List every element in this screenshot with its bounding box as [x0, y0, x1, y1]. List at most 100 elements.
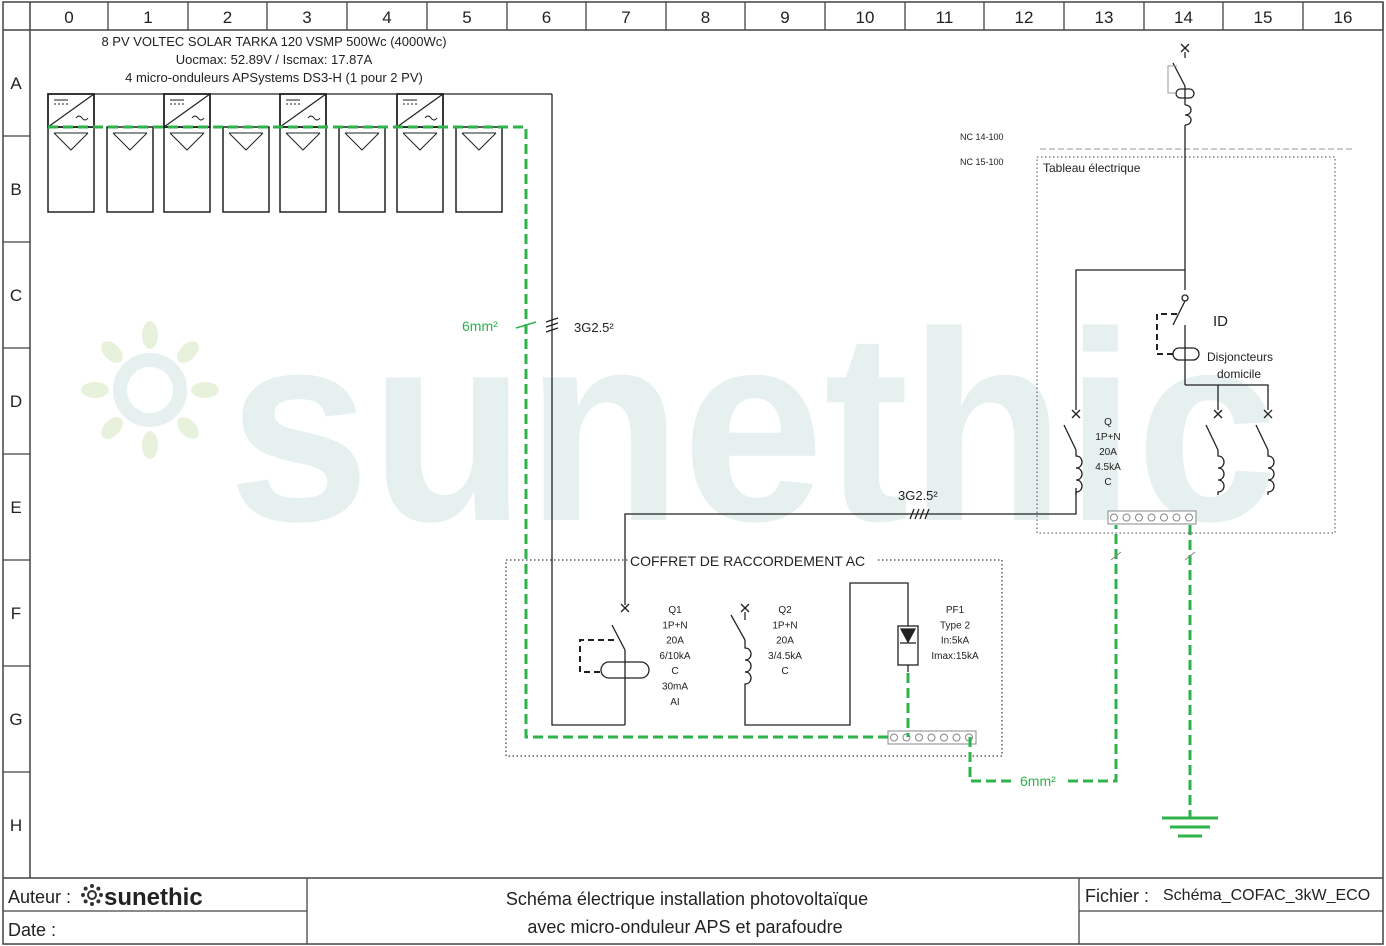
- pv-panel: [163, 126, 211, 213]
- spec-line: Type 2: [940, 620, 970, 631]
- q1-label: Q1 1P+N 20A 6/10kA C 30mA AI: [659, 605, 690, 708]
- column-label: 12: [1015, 8, 1034, 27]
- row-label: H: [10, 816, 22, 835]
- micro-inverter-icon: [47, 93, 95, 128]
- column-label: 11: [936, 8, 954, 27]
- schema-title-line1: Schéma électrique installation photovolt…: [506, 889, 868, 909]
- spec-line: 3/4.5kA: [768, 651, 802, 662]
- row-label: G: [9, 710, 22, 729]
- column-label: 6: [542, 8, 551, 27]
- column-label: 13: [1095, 8, 1114, 27]
- spec-line: 6/10kA: [659, 651, 690, 662]
- column-label: 15: [1254, 8, 1273, 27]
- breaker-symbol: [1255, 409, 1275, 495]
- column-label: 7: [621, 8, 630, 27]
- disjoncteurs-label: Disjoncteurs: [1207, 350, 1273, 364]
- pv-panel: [47, 126, 95, 213]
- column-label: 16: [1334, 8, 1353, 27]
- footer-logo-text: sunethic: [104, 884, 203, 911]
- pv-panel: [222, 126, 270, 213]
- q-label: Q 1P+N 20A 4.5kA C: [1095, 417, 1121, 488]
- q1-breaker-symbol: [579, 603, 650, 690]
- micro-inverter-icon: [163, 93, 211, 128]
- tableau-title: Tableau électrique: [1043, 161, 1141, 175]
- spec-line: 1P+N: [1095, 432, 1120, 443]
- pv-array: 8 PV VOLTEC SOLAR TARKA 120 VSMP 500Wc (…: [47, 34, 552, 213]
- schema-title-line2: avec micro-onduleur APS et parafoudre: [527, 917, 842, 937]
- watermark: sunethic: [81, 277, 1278, 578]
- id-label: ID: [1213, 313, 1228, 330]
- earth-cable-left-label: 6mm²: [462, 318, 498, 334]
- earth-wiring: [48, 125, 1192, 818]
- household-breakers: [1063, 409, 1275, 495]
- spec-line: C: [781, 666, 788, 677]
- spec-line: 1P+N: [662, 620, 687, 631]
- spec-line: Q1: [668, 605, 682, 616]
- spec-line: 20A: [776, 636, 794, 647]
- spec-line: PF1: [946, 605, 965, 616]
- spec-line: 1P+N: [772, 620, 797, 631]
- micro-inverter-icon: [279, 93, 327, 128]
- pv-panel: [106, 126, 154, 213]
- tableau-box: [1036, 156, 1336, 534]
- q2-label: Q2 1P+N 20A 3/4.5kA C: [768, 605, 802, 677]
- row-label: B: [10, 180, 21, 199]
- column-label: 3: [302, 8, 311, 27]
- spec-line: 4.5kA: [1095, 462, 1121, 473]
- file-label: Fichier :: [1085, 886, 1149, 906]
- watermark-sun-icon: [81, 321, 219, 459]
- spec-line: Q2: [778, 605, 792, 616]
- pv-panel: [455, 126, 503, 213]
- row-label: C: [10, 286, 22, 305]
- column-label: 4: [382, 8, 391, 27]
- column-label: 2: [223, 8, 232, 27]
- pv-panel: [396, 126, 444, 213]
- column-label: 5: [462, 8, 471, 27]
- watermark-text: sunethic: [228, 277, 1278, 578]
- row-label: A: [10, 74, 22, 93]
- spec-line: Q: [1104, 417, 1112, 428]
- pv-panel: [338, 126, 386, 213]
- pv-panel: [279, 126, 327, 213]
- column-label: 14: [1174, 8, 1193, 27]
- row-label: E: [10, 498, 21, 517]
- column-label: 0: [64, 8, 73, 27]
- breaker-symbol: [1063, 409, 1083, 495]
- earth-cable-bottom-label: 6mm²: [1020, 773, 1056, 789]
- file-name: Schéma_COFAC_3kW_ECO: [1163, 887, 1370, 904]
- norm-lower: NC 15-100: [960, 157, 1004, 167]
- ground-icon: [1162, 816, 1218, 838]
- pv-title: 8 PV VOLTEC SOLAR TARKA 120 VSMP 500Wc (…: [101, 34, 446, 49]
- coffret-earth-bar: [887, 730, 977, 745]
- author-label: Auteur :: [8, 887, 71, 907]
- sunethic-logo-icon: [81, 884, 103, 906]
- q2-breaker-symbol: [730, 603, 752, 695]
- ac-wiring: [545, 94, 1077, 726]
- ac-cable-link-label: 3G2.5²: [898, 488, 938, 503]
- spec-line: 20A: [1099, 447, 1117, 458]
- tableau-earth-bar: [1107, 510, 1197, 525]
- coffret-title: COFFRET DE RACCORDEMENT AC: [630, 553, 865, 569]
- pf1-surge-protector: [897, 625, 919, 666]
- column-label: 1: [143, 8, 152, 27]
- column-label: 10: [856, 8, 875, 27]
- spec-line: AI: [670, 697, 679, 708]
- spec-line: C: [1104, 477, 1111, 488]
- column-label: 8: [701, 8, 710, 27]
- spec-line: 20A: [666, 636, 684, 647]
- spec-line: In:5kA: [941, 636, 970, 647]
- row-label: D: [10, 392, 22, 411]
- breaker-symbol: [1205, 409, 1225, 495]
- utility-connection: [1075, 43, 1269, 410]
- spec-line: C: [671, 666, 678, 677]
- norm-upper: NC 14-100: [960, 132, 1004, 142]
- spec-line: 30mA: [662, 682, 688, 693]
- column-label: 9: [780, 8, 789, 27]
- pv-ratings: Uocmax: 52.89V / Iscmax: 17.87A: [176, 52, 373, 67]
- spec-line: Imax:15kA: [931, 651, 979, 662]
